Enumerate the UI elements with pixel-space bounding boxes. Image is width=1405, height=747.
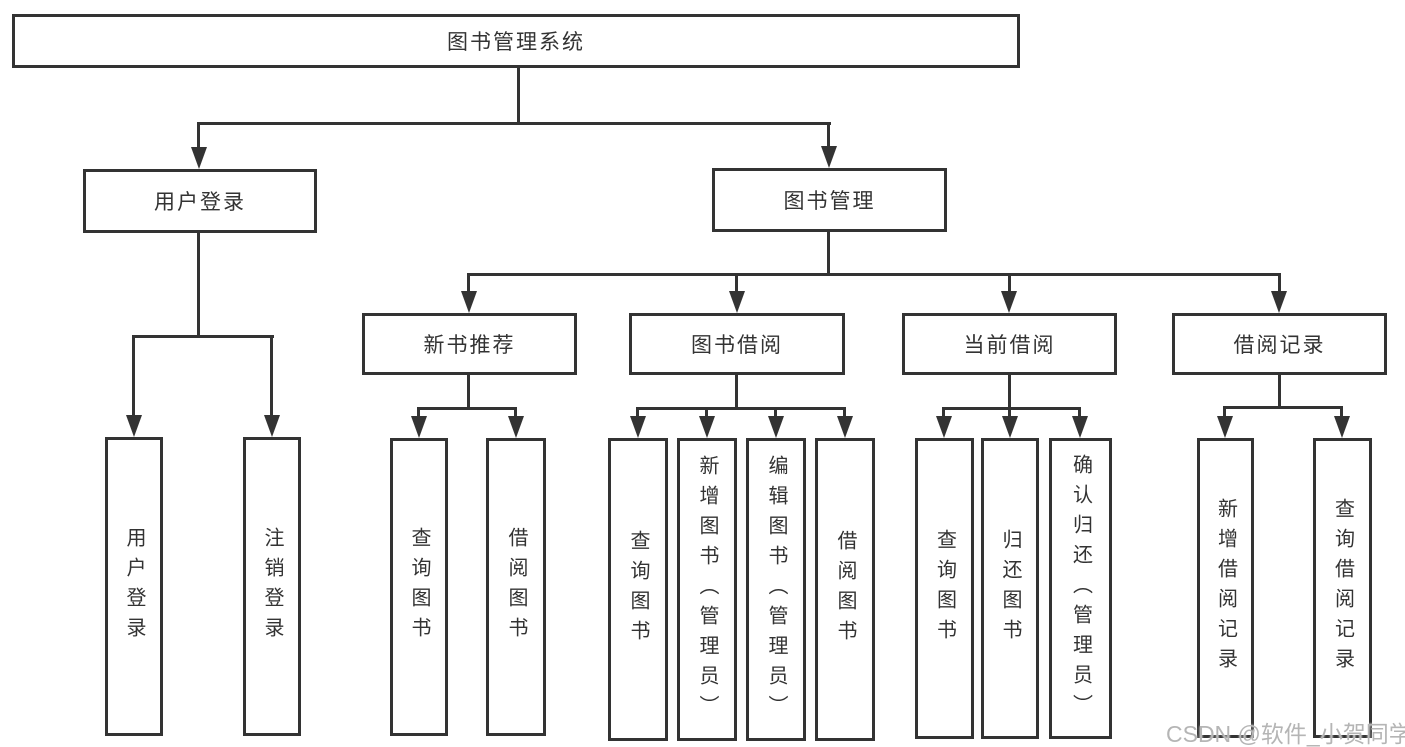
node-user-login: 用户登录: [83, 169, 317, 233]
node-book-management: 图书管理: [712, 168, 947, 232]
arrowhead-confirm-return-admin: [1072, 416, 1088, 438]
edge-bookmgmt-bar: [467, 273, 1280, 276]
edge-borrowrecord-stub: [1278, 375, 1281, 408]
leaf-edit-book-admin: 编辑图书（管理员）: [746, 438, 806, 741]
arrowhead-query-books-3: [936, 416, 952, 438]
edge-newbook-stub: [467, 375, 470, 409]
edge-bookborrow-stub: [735, 375, 738, 409]
edge-newbook-drop-1: [417, 407, 420, 417]
arrowhead-book-borrow: [729, 291, 745, 313]
node-root-label: 图书管理系统: [447, 31, 585, 54]
arrowhead-query-books-1: [411, 416, 427, 438]
arrowhead-book-management: [821, 146, 837, 168]
edge-bookborrow-bar: [636, 407, 846, 410]
arrowhead-borrow-books-1: [508, 416, 524, 438]
edge-currentborrow-stub: [1008, 375, 1011, 409]
node-root: 图书管理系统: [12, 14, 1020, 68]
edge-bookmgmt-drop-3: [1008, 273, 1011, 293]
leaf-confirm-return-admin: 确认归还（管理员）: [1049, 438, 1112, 739]
arrowhead-return-book: [1002, 416, 1018, 438]
arrowhead-edit-book-admin: [768, 416, 784, 438]
leaf-query-borrow-record: 查询借阅记录: [1313, 438, 1372, 738]
edge-currentborrow-drop-2: [1008, 407, 1011, 417]
node-user-login-label: 用户登录: [154, 191, 246, 214]
leaf-return-book: 归还图书: [981, 438, 1039, 739]
node-borrow-record-label: 借阅记录: [1233, 334, 1326, 357]
node-book-management-label: 图书管理: [783, 190, 876, 213]
arrowhead-user-login: [191, 147, 207, 169]
edge-currentborrow-drop-3: [1078, 407, 1081, 417]
leaf-query-books-2-label: 查询图书: [627, 529, 649, 650]
edge-userlogin-drop-2: [270, 335, 273, 417]
leaf-user-login-label: 用户登录: [123, 526, 145, 647]
edge-bookmgmt-drop-1: [467, 273, 470, 293]
arrowhead-borrow-books-2: [837, 416, 853, 438]
edge-bookborrow-drop-2: [705, 407, 708, 417]
leaf-borrow-books-1-label: 借阅图书: [505, 527, 527, 647]
leaf-borrow-books-2: 借阅图书: [815, 438, 875, 741]
edge-newbook-bar: [417, 407, 517, 410]
arrowhead-query-books-2: [630, 416, 646, 438]
edge-newbook-drop-2: [514, 407, 517, 417]
leaf-add-borrow-record: 新增借阅记录: [1197, 438, 1254, 738]
watermark: CSDN @软件_小贺同学: [1166, 721, 1405, 747]
edge-root-bar: [198, 122, 831, 125]
edge-root-drop-right: [827, 122, 830, 150]
leaf-add-borrow-record-label: 新增借阅记录: [1214, 498, 1237, 678]
arrowhead-query-borrow-record: [1334, 416, 1350, 438]
node-book-borrow: 图书借阅: [629, 313, 845, 375]
arrowhead-current-borrow: [1001, 291, 1017, 313]
edge-userlogin-bar: [132, 335, 274, 338]
leaf-query-books-1: 查询图书: [390, 438, 448, 736]
node-book-borrow-label: 图书借阅: [691, 334, 783, 357]
arrowhead-leaf-user-login: [126, 415, 142, 437]
leaf-query-borrow-record-label: 查询借阅记录: [1331, 498, 1354, 678]
edge-bookmgmt-drop-4: [1278, 273, 1281, 293]
edge-borrowrecord-drop-2: [1340, 406, 1343, 417]
leaf-logout: 注销登录: [243, 437, 301, 736]
leaf-borrow-books-1: 借阅图书: [486, 438, 546, 736]
edge-root-stub: [517, 68, 520, 122]
edge-bookborrow-drop-4: [843, 407, 846, 417]
arrowhead-add-book-admin: [699, 416, 715, 438]
leaf-confirm-return-admin-label: 确认归还（管理员）: [1069, 453, 1092, 724]
arrowhead-add-borrow-record: [1217, 416, 1233, 438]
leaf-user-login: 用户登录: [105, 437, 163, 736]
edge-userlogin-drop-1: [132, 335, 135, 417]
leaf-query-books-3: 查询图书: [915, 438, 974, 739]
node-new-book-recommend: 新书推荐: [362, 313, 577, 375]
node-current-borrow: 当前借阅: [902, 313, 1117, 375]
edge-borrowrecord-bar: [1223, 406, 1343, 409]
leaf-edit-book-admin-label: 编辑图书（管理员）: [765, 454, 787, 725]
edge-bookborrow-drop-3: [774, 407, 777, 417]
edge-currentborrow-drop-1: [942, 407, 945, 417]
leaf-return-book-label: 归还图书: [999, 528, 1021, 649]
leaf-query-books-2: 查询图书: [608, 438, 668, 741]
edge-borrowrecord-drop-1: [1223, 406, 1226, 417]
edge-currentborrow-bar: [942, 407, 1081, 410]
node-borrow-record: 借阅记录: [1172, 313, 1387, 375]
edge-bookmgmt-stub: [827, 232, 830, 275]
arrowhead-borrow-record: [1271, 291, 1287, 313]
node-current-borrow-label: 当前借阅: [963, 334, 1056, 357]
leaf-query-books-1-label: 查询图书: [408, 527, 430, 647]
leaf-query-books-3-label: 查询图书: [933, 528, 956, 649]
leaf-logout-label: 注销登录: [261, 526, 283, 647]
edge-bookborrow-drop-1: [636, 407, 639, 417]
leaf-add-book-admin: 新增图书（管理员）: [677, 438, 737, 741]
leaf-add-book-admin-label: 新增图书（管理员）: [696, 454, 718, 725]
edge-userlogin-stub: [197, 232, 200, 335]
arrowhead-leaf-logout: [264, 415, 280, 437]
leaf-borrow-books-2-label: 借阅图书: [834, 529, 856, 650]
edge-root-drop-left: [197, 122, 200, 150]
node-new-book-recommend-label: 新书推荐: [423, 334, 516, 357]
arrowhead-new-book-recommend: [461, 291, 477, 313]
edge-bookmgmt-drop-2: [735, 273, 738, 293]
